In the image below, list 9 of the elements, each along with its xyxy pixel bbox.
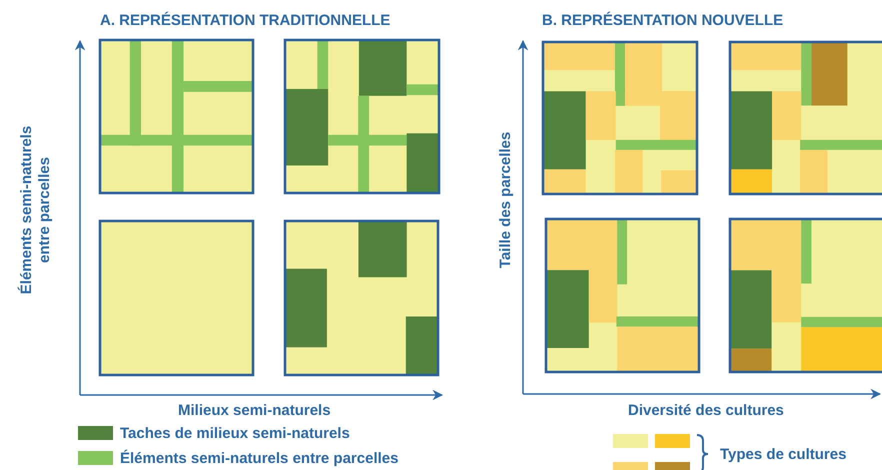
axis-label: Diversité des cultures (628, 402, 784, 420)
legend-label: Taches de milieux semi-naturels (120, 425, 350, 443)
panel-title: A. REPRÉSENTATION TRADITIONNELLE (100, 12, 390, 30)
legend-label: Types de cultures (720, 446, 846, 464)
legend-label: Éléments semi-naturels entre parcelles (120, 450, 398, 468)
axis-label: Éléments semi-naturels entre parcelles (18, 124, 54, 296)
panel-title: B. REPRÉSENTATION NOUVELLE (542, 12, 784, 30)
axis-label: Milieux semi-naturels (178, 402, 331, 420)
axis-label: Taille des parcelles (497, 132, 515, 268)
